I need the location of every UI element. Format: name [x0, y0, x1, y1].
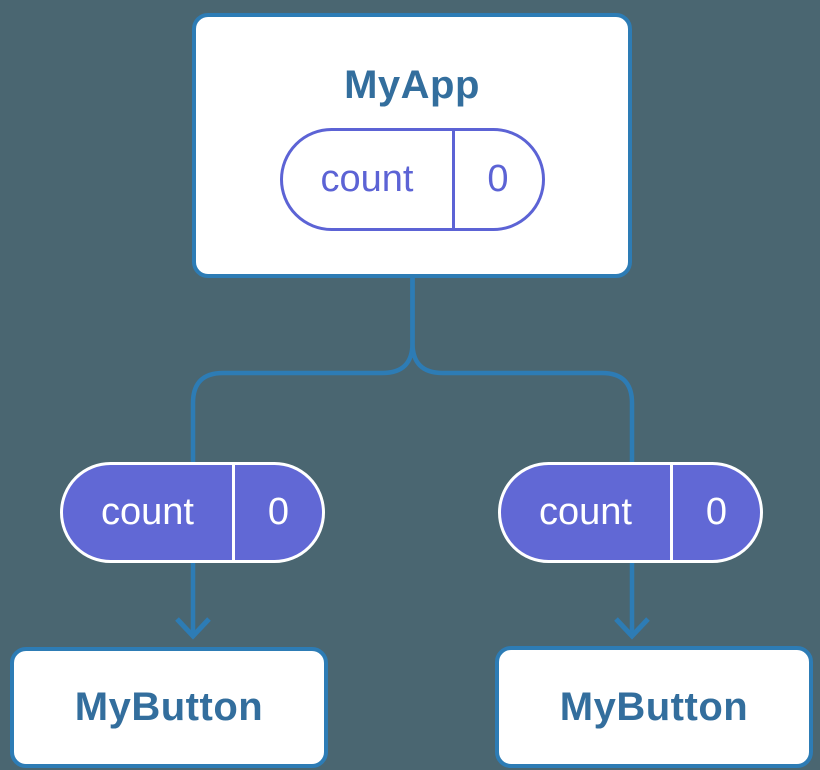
arrow-down-icon	[175, 617, 211, 640]
node-mybutton-left: MyButton	[10, 647, 328, 768]
edge-root-to-right-child	[410, 276, 635, 634]
arrow-down-icon	[614, 617, 650, 640]
node-title: MyButton	[559, 684, 749, 729]
state-name: count	[539, 491, 632, 533]
state-value: 0	[267, 491, 290, 533]
state-pill-right-child: count 0	[498, 462, 763, 563]
state-pill-root: count 0	[279, 128, 545, 231]
pill-divider	[451, 131, 455, 228]
pill-divider	[670, 465, 673, 560]
state-name: count	[320, 158, 414, 200]
state-name: count	[101, 491, 194, 533]
state-value: 0	[487, 158, 509, 200]
node-myapp: MyApp count 0	[192, 13, 632, 278]
node-mybutton-right: MyButton	[495, 646, 813, 768]
pill-divider	[232, 465, 235, 560]
node-title: MyApp	[344, 63, 480, 107]
node-title: MyButton	[74, 685, 264, 729]
edge-root-to-left-child	[190, 276, 415, 634]
state-value: 0	[705, 491, 728, 533]
state-pill-left-child: count 0	[60, 462, 325, 563]
